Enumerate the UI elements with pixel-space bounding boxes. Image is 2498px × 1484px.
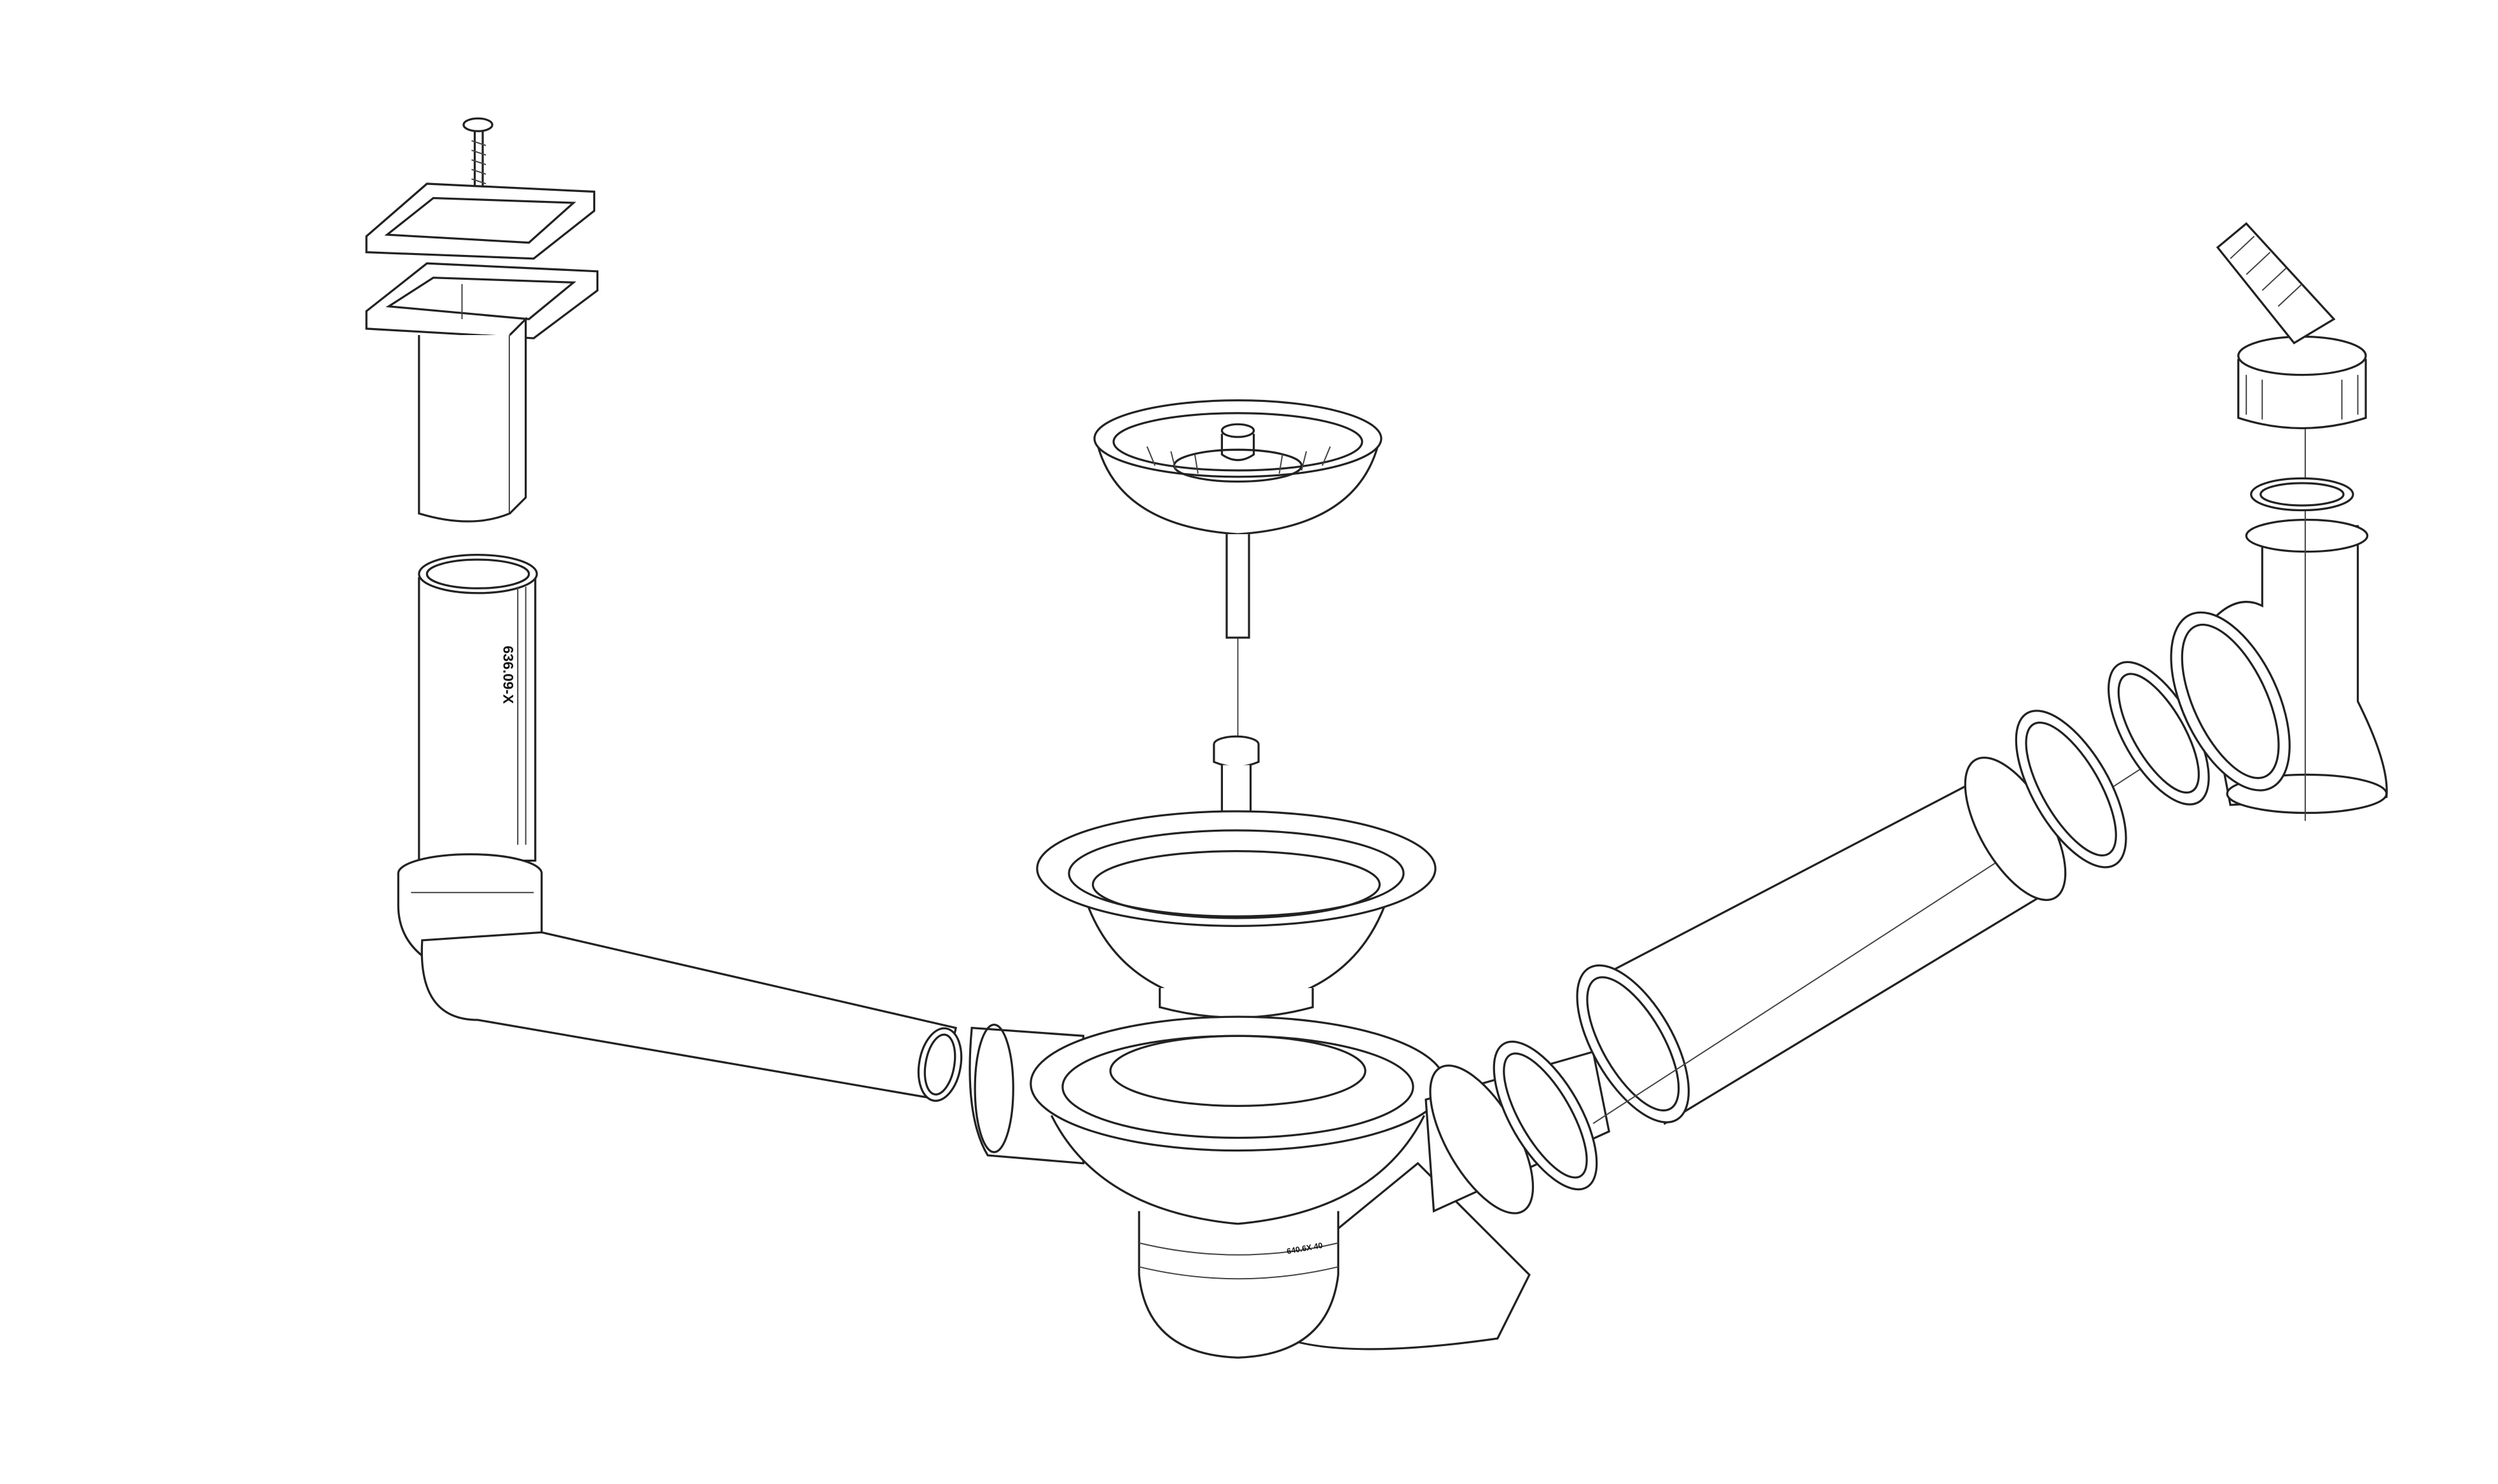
siphon-body [2170,399,2388,821]
strainer-basket [1093,399,1383,639]
overflow-pipe: 636.09-X [418,554,538,862]
drain-body: 640.6X 40 [969,1015,1531,1359]
hose-connector [2216,222,2367,512]
overflow-screw [462,117,493,192]
sink-flange [1036,810,1437,1019]
overflow-elbow [397,853,963,1102]
overflow-cover-frame [365,182,599,340]
overflow-housing [418,284,527,523]
outlet-pipe-and-nuts [1425,661,2294,1214]
overflow-pipe-code: 636.09-X [500,645,516,703]
